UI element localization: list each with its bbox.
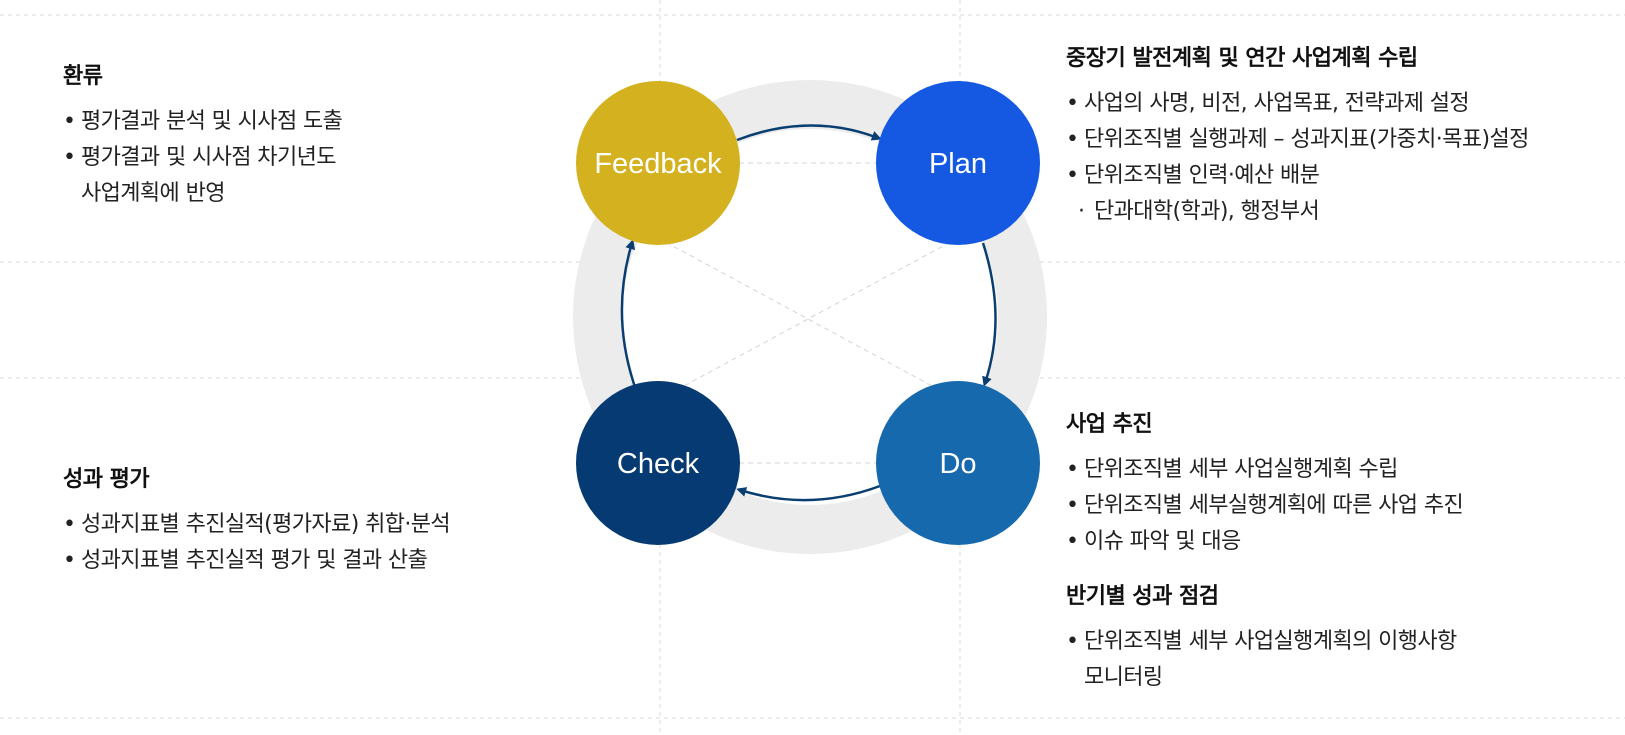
circle-label-check: Check	[617, 448, 700, 480]
list-item: 단위조직별 인력·예산 배분	[1066, 158, 1529, 194]
list-item: 단과대학(학과), 행정부서	[1066, 194, 1529, 230]
list-item: 성과지표별 추진실적(평가자료) 취합·분석	[63, 507, 451, 543]
circle-check: Check	[576, 381, 740, 545]
list-item: 모니터링	[1084, 665, 1163, 690]
arrow-plan-to-do	[981, 242, 997, 387]
plan-list: 사업의 사명, 비전, 사업목표, 전략과제 설정 단위조직별 실행과제 – 성…	[1066, 86, 1529, 230]
circle-do: Do	[876, 381, 1040, 545]
feedback-title: 환류	[63, 64, 103, 89]
circle-feedback: Feedback	[576, 81, 740, 245]
do-title: 사업 추진	[1066, 412, 1153, 437]
list-item: 성과지표별 추진실적 평가 및 결과 산출	[63, 543, 450, 579]
list-item: 단위조직별 실행과제 – 성과지표(가중치·목표)설정	[1066, 122, 1529, 158]
circle-label-feedback: Feedback	[594, 148, 722, 180]
list-item: 단위조직별 세부실행계획에 따른 사업 추진	[1066, 488, 1464, 524]
arrow-do-to-check	[736, 484, 881, 502]
check-title: 성과 평가	[63, 467, 150, 492]
review-block: 반기별 성과 점검 단위조직별 세부 사업실행계획의 이행사항 모니터링	[1066, 578, 1457, 696]
do-list: 단위조직별 세부 사업실행계획 수립 단위조직별 세부실행계획에 따른 사업 추…	[1066, 452, 1464, 560]
review-list: 단위조직별 세부 사업실행계획의 이행사항 모니터링	[1066, 624, 1457, 696]
list-item: 단위조직별 세부 사업실행계획 수립	[1066, 452, 1463, 488]
list-item: 이슈 파악 및 대응	[1066, 524, 1463, 560]
review-title: 반기별 성과 점검	[1066, 584, 1219, 609]
list-item: 평가결과 및 시사점 차기년도	[63, 140, 342, 176]
list-item: 사업의 사명, 비전, 사업목표, 전략과제 설정	[1066, 86, 1529, 122]
feedback-list: 평가결과 분석 및 시사점 도출 평가결과 및 시사점 차기년도 사업계획에 반…	[63, 104, 343, 212]
do-block: 사업 추진 단위조직별 세부 사업실행계획 수립 단위조직별 세부실행계획에 따…	[1066, 406, 1464, 560]
arrow-check-to-feedback	[620, 239, 638, 391]
check-block: 성과 평가 성과지표별 추진실적(평가자료) 취합·분석 성과지표별 추진실적 …	[63, 461, 451, 579]
arrow-feedback-to-plan	[736, 124, 882, 142]
plan-title: 중장기 발전계획 및 연간 사업계획 수립	[1066, 46, 1418, 71]
circle-label-do: Do	[939, 448, 976, 480]
circle-label-plan: Plan	[929, 148, 987, 180]
list-item: 단위조직별 세부 사업실행계획의 이행사항	[1066, 624, 1457, 660]
plan-block: 중장기 발전계획 및 연간 사업계획 수립 사업의 사명, 비전, 사업목표, …	[1066, 40, 1529, 230]
cycle-arrows	[620, 124, 997, 502]
feedback-block: 환류 평가결과 분석 및 시사점 도출 평가결과 및 시사점 차기년도 사업계획…	[63, 58, 343, 212]
check-list: 성과지표별 추진실적(평가자료) 취합·분석 성과지표별 추진실적 평가 및 결…	[63, 507, 451, 579]
list-item: 사업계획에 반영	[81, 181, 225, 206]
list-item: 평가결과 분석 및 시사점 도출	[63, 104, 343, 140]
circle-plan: Plan	[876, 81, 1040, 245]
